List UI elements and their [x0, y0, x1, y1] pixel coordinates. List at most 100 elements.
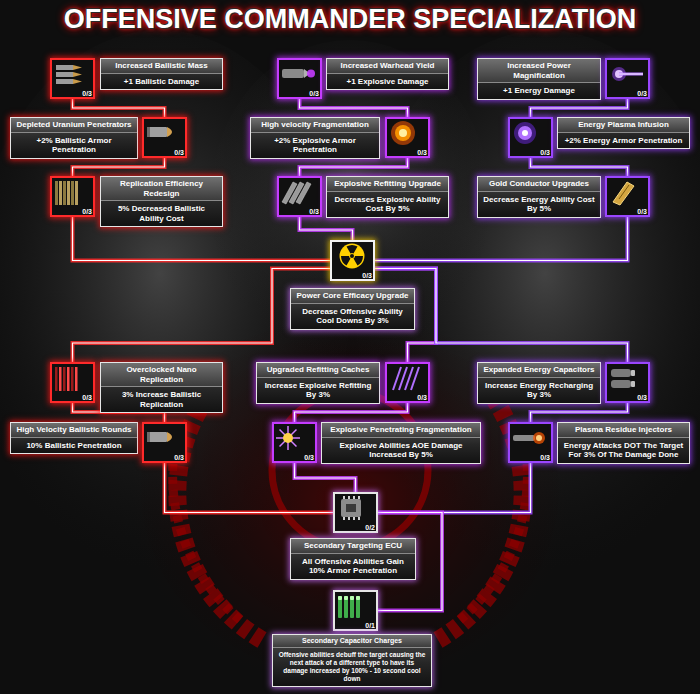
skill-panel: Secondary Targeting ECUAll Offensive Abi… — [290, 538, 416, 580]
icon-part — [55, 367, 58, 391]
skill-panel: Increased Ballistic Mass+1 Ballistic Dam… — [100, 58, 223, 90]
rank-counter: 0/2 — [365, 524, 375, 531]
skill-panel: Secondary Capacitor ChargesOffensive abi… — [272, 634, 432, 687]
icon-part — [55, 367, 78, 391]
rank-counter: 0/3 — [417, 394, 427, 401]
skill-name: Overclocked Nano Replication — [101, 363, 222, 387]
laurel-emblem — [173, 392, 528, 640]
skill-panel: Power Core Efficacy UpgradeDecrease Offe… — [290, 288, 415, 330]
icon-part — [619, 73, 643, 76]
icon-part — [147, 127, 172, 137]
icon-part — [348, 517, 350, 520]
connector-line — [378, 463, 531, 513]
skill-effect: 10% Ballistic Penetration — [15, 441, 133, 451]
skill-effect: Decrease Offensive Ability Cool Downs By… — [295, 307, 410, 326]
icon-part — [350, 596, 354, 600]
connector-glow — [531, 158, 628, 176]
skill-name: Explosive Refitting Upgrade — [327, 177, 448, 192]
skill-icon: 0/3 — [50, 362, 95, 403]
skill-name: Expanded Energy Capacitors — [478, 363, 600, 378]
icon-part — [354, 256, 364, 266]
icon-part — [341, 256, 351, 266]
connector-glow — [375, 217, 628, 261]
skill-effect: Offensive abilities debuff the target ca… — [277, 651, 427, 682]
icon-part — [147, 432, 150, 442]
icon-part — [514, 122, 536, 144]
connector-glow — [300, 99, 408, 117]
icon-part — [343, 517, 345, 520]
icon-part — [612, 67, 643, 81]
icon-part — [73, 65, 82, 70]
skill-icon: 0/3 — [605, 362, 650, 403]
skill-icon: 0/3 — [50, 58, 95, 99]
skill-panel: Increased Warhead Yield+1 Explosive Dama… — [326, 58, 449, 90]
icon-part — [513, 435, 535, 441]
connector — [300, 158, 408, 176]
icon-part — [619, 74, 643, 75]
icon-part — [344, 596, 348, 618]
laurel-branch — [173, 430, 240, 620]
icon-part — [63, 181, 66, 205]
icon-part — [56, 65, 82, 84]
icon-part — [619, 185, 629, 199]
skill-icon: 0/3 — [385, 117, 430, 158]
skill-name: Upgraded Refitting Caches — [257, 363, 379, 378]
skill-effect: Increase Explosive Refitting By 3% — [261, 381, 375, 400]
icon-part — [393, 367, 419, 390]
rank-counter: 0/3 — [637, 90, 647, 97]
rank-counter: 0/3 — [540, 149, 550, 156]
skill-icon: 0/3 — [50, 176, 95, 217]
skill-icon: 0/3 — [508, 422, 553, 463]
icon-part — [358, 517, 360, 520]
icon-part — [411, 367, 419, 390]
skill-name: High Velocity Ballistic Rounds — [11, 423, 137, 438]
connector — [378, 463, 531, 513]
icon-part — [147, 432, 172, 442]
icon-part — [147, 127, 167, 137]
skill-panel: Gold Conductor UpgradesDecrease Energy A… — [477, 176, 601, 218]
icon-part — [73, 79, 82, 84]
connector — [295, 463, 356, 492]
icon-part — [611, 369, 635, 388]
rank-counter: 0/3 — [82, 90, 92, 97]
skill-effect: 3% Increase Ballistic Replication — [105, 390, 218, 409]
skill-effect: Decreases Explosive Ability Cost By 5% — [331, 195, 444, 214]
connector — [300, 217, 353, 240]
icon-part — [55, 181, 78, 205]
skill-effect: Decrease Energy Ability Cost By 5% — [482, 195, 596, 214]
skill-name: Power Core Efficacy Upgrade — [291, 289, 414, 304]
skill-panel: Upgraded Refitting CachesIncrease Explos… — [256, 362, 380, 404]
icon-part — [338, 596, 342, 618]
skill-panel: High Velocity Ballistic Rounds 10% Ballis… — [10, 422, 138, 454]
skill-name: Increased Warhead Yield — [327, 59, 448, 74]
skill-panel: Explosive Refitting UpgradeDecreases Exp… — [326, 176, 449, 218]
connector-line — [295, 403, 408, 422]
connector — [531, 403, 628, 422]
skill-name: Secondary Capacitor Charges — [273, 635, 431, 648]
rank-counter: 0/1 — [365, 622, 375, 629]
connector-glow — [73, 158, 165, 176]
skill-effect: +2% Ballistic Armor Penetration — [15, 136, 133, 155]
skill-icon: 0/3 — [330, 240, 375, 281]
icon-part — [276, 426, 300, 450]
skill-icon: 0/3 — [142, 117, 187, 158]
connector-glow — [300, 217, 353, 240]
icon-part — [75, 181, 78, 205]
icon-part — [67, 367, 70, 391]
title: OFFENSIVE COMMANDER SPECIALIZATION — [0, 5, 700, 35]
connector — [73, 99, 165, 117]
connector — [531, 99, 628, 117]
icon-part — [56, 79, 73, 84]
icon-part — [59, 367, 62, 391]
skill-effect: All Offensive Abilities Gain 10% Armor P… — [295, 557, 411, 576]
skill-icon: 0/3 — [272, 422, 317, 463]
icon-part — [353, 496, 355, 499]
connector-glow — [531, 99, 628, 117]
icon-part — [341, 499, 361, 517]
rank-counter: 0/3 — [540, 454, 550, 461]
connector-line — [300, 99, 408, 117]
connector-line — [375, 217, 628, 261]
icon-part — [340, 244, 365, 269]
connector — [531, 158, 628, 176]
connector-line — [73, 158, 165, 176]
